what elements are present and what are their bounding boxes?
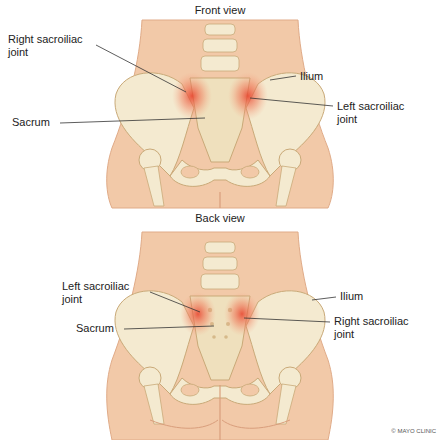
part-label: Ilium bbox=[340, 290, 400, 303]
part-label: Sacrum bbox=[76, 322, 136, 335]
view-heading: Back view bbox=[170, 212, 270, 225]
part-label: Right sacroiliac joint bbox=[8, 33, 100, 59]
part-label: Right sacroiliac joint bbox=[334, 315, 426, 341]
copyright-note: © MAYO CLINIC bbox=[372, 428, 436, 435]
view-heading: Front view bbox=[170, 4, 270, 17]
part-label: Left sacroiliac joint bbox=[62, 280, 152, 306]
part-label: Ilium bbox=[300, 70, 360, 83]
part-label: Sacrum bbox=[12, 116, 72, 129]
part-label: Left sacroiliac joint bbox=[337, 100, 427, 126]
